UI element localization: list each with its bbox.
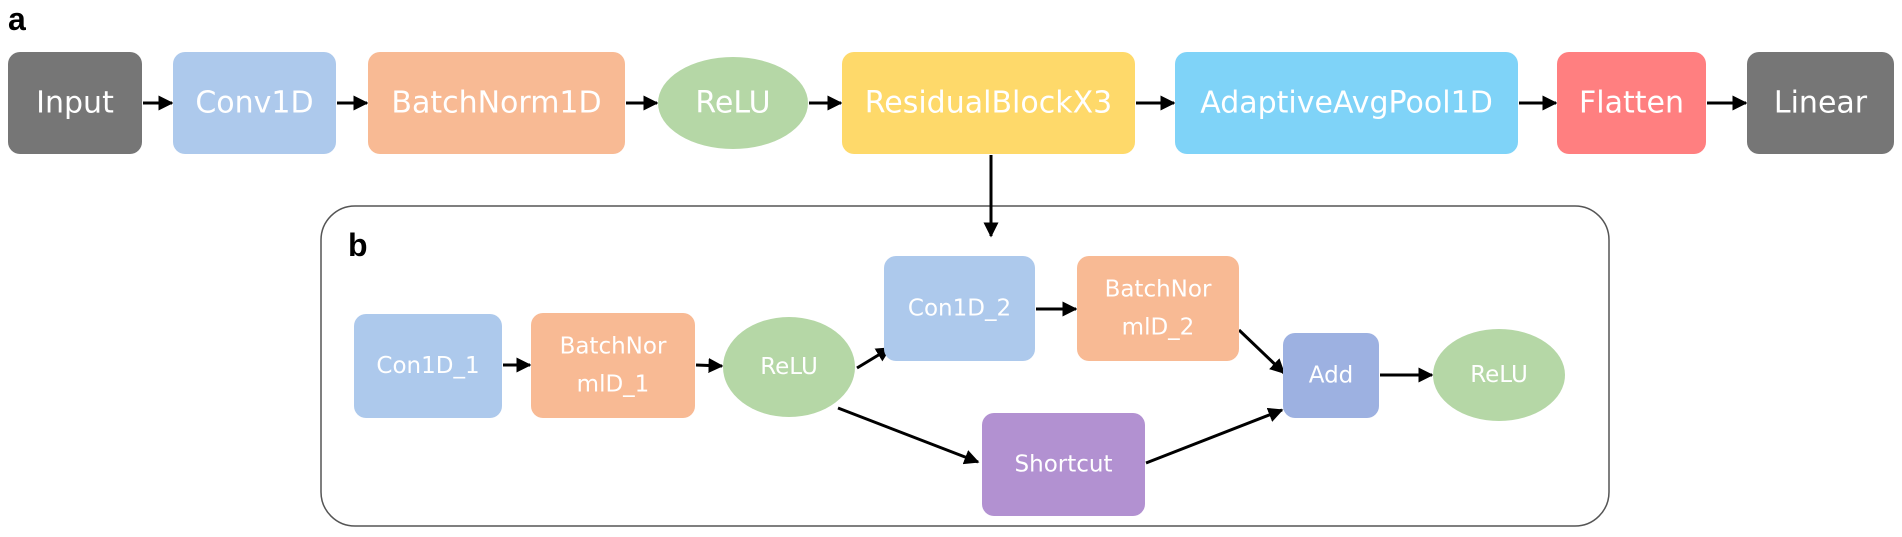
panel-b-frame [320, 205, 1610, 527]
node-conv1d-shape [173, 52, 336, 154]
arrow-shortcut-add [1145, 407, 1284, 465]
node-input-label: Input [36, 86, 114, 121]
node-con1d-1-label: Con1D_1 [376, 353, 479, 379]
node-add: Add [1283, 333, 1379, 418]
edges-layer [143, 95, 1748, 465]
node-input-shape [8, 52, 142, 154]
node-con1d-2: Con1D_2 [884, 256, 1035, 361]
node-relu-1-label: ReLU [760, 354, 818, 380]
node-con1d-1: Con1D_1 [354, 314, 502, 418]
node-residualblockx3-shape [842, 52, 1135, 154]
node-batchnorm-1-label: mlD_1 [577, 372, 650, 398]
node-con1d-1-shape [354, 314, 502, 418]
node-shortcut-label: Shortcut [1015, 452, 1113, 478]
node-batchnorm-1-label: BatchNor [560, 334, 667, 360]
node-residualblockx3-label: ResidualBlockX3 [865, 86, 1112, 121]
node-linear-label: Linear [1774, 86, 1868, 121]
node-conv1d: Conv1D [173, 52, 336, 154]
node-batchnorm-2-shape [1077, 256, 1239, 361]
node-relu-1-shape [723, 317, 855, 417]
arrow-batchnorm-1-relu-1 [695, 357, 724, 373]
node-batchnorm1d-label: BatchNorm1D [391, 86, 601, 121]
node-con1d-2-shape [884, 256, 1035, 361]
node-adaptiveavgpool1d-label: AdaptiveAvgPool1D [1200, 86, 1493, 121]
node-add-label: Add [1309, 363, 1354, 389]
node-input: Input [8, 52, 142, 154]
panel-a-label: a [8, 1, 26, 37]
node-relu: ReLU [658, 57, 808, 149]
node-con1d-2-label: Con1D_2 [908, 296, 1011, 322]
arrow-batchnorm-2-add [1237, 328, 1286, 375]
node-relu-2-label: ReLU [1470, 362, 1528, 388]
node-conv1d-label: Conv1D [195, 86, 313, 121]
node-residualblockx3: ResidualBlockX3 [842, 52, 1135, 154]
node-relu-2-shape [1433, 329, 1565, 421]
node-batchnorm-1: BatchNor mlD_1 [531, 313, 695, 418]
node-flatten-shape [1557, 52, 1706, 154]
node-batchnorm-2-label: mlD_2 [1122, 315, 1195, 341]
panel-b-label: b [348, 227, 368, 263]
node-linear-shape [1747, 52, 1894, 154]
node-batchnorm-1-shape [531, 313, 695, 418]
node-batchnorm-2-label: BatchNor [1105, 277, 1212, 303]
arrow-relu-1-shortcut [837, 406, 980, 465]
node-shortcut-shape [982, 413, 1145, 516]
node-shortcut: Shortcut [982, 413, 1145, 516]
node-linear: Linear [1747, 52, 1894, 154]
node-adaptiveavgpool1d-shape [1175, 52, 1518, 154]
node-adaptiveavgpool1d: AdaptiveAvgPool1D [1175, 52, 1518, 154]
node-add-shape [1283, 333, 1379, 418]
node-relu-2: ReLU [1433, 329, 1565, 421]
node-batchnorm-2: BatchNor mlD_2 [1077, 256, 1239, 361]
node-relu-label: ReLU [695, 86, 770, 121]
node-batchnorm1d: BatchNorm1D [368, 52, 625, 154]
nodes-layer: Input Conv1D BatchNorm1D ReLU ResidualBlockX… [8, 52, 1894, 516]
node-flatten: Flatten [1557, 52, 1706, 154]
node-relu-1: ReLU [723, 317, 855, 417]
node-relu-shape [658, 57, 808, 149]
node-flatten-label: Flatten [1579, 86, 1684, 121]
node-batchnorm1d-shape [368, 52, 625, 154]
